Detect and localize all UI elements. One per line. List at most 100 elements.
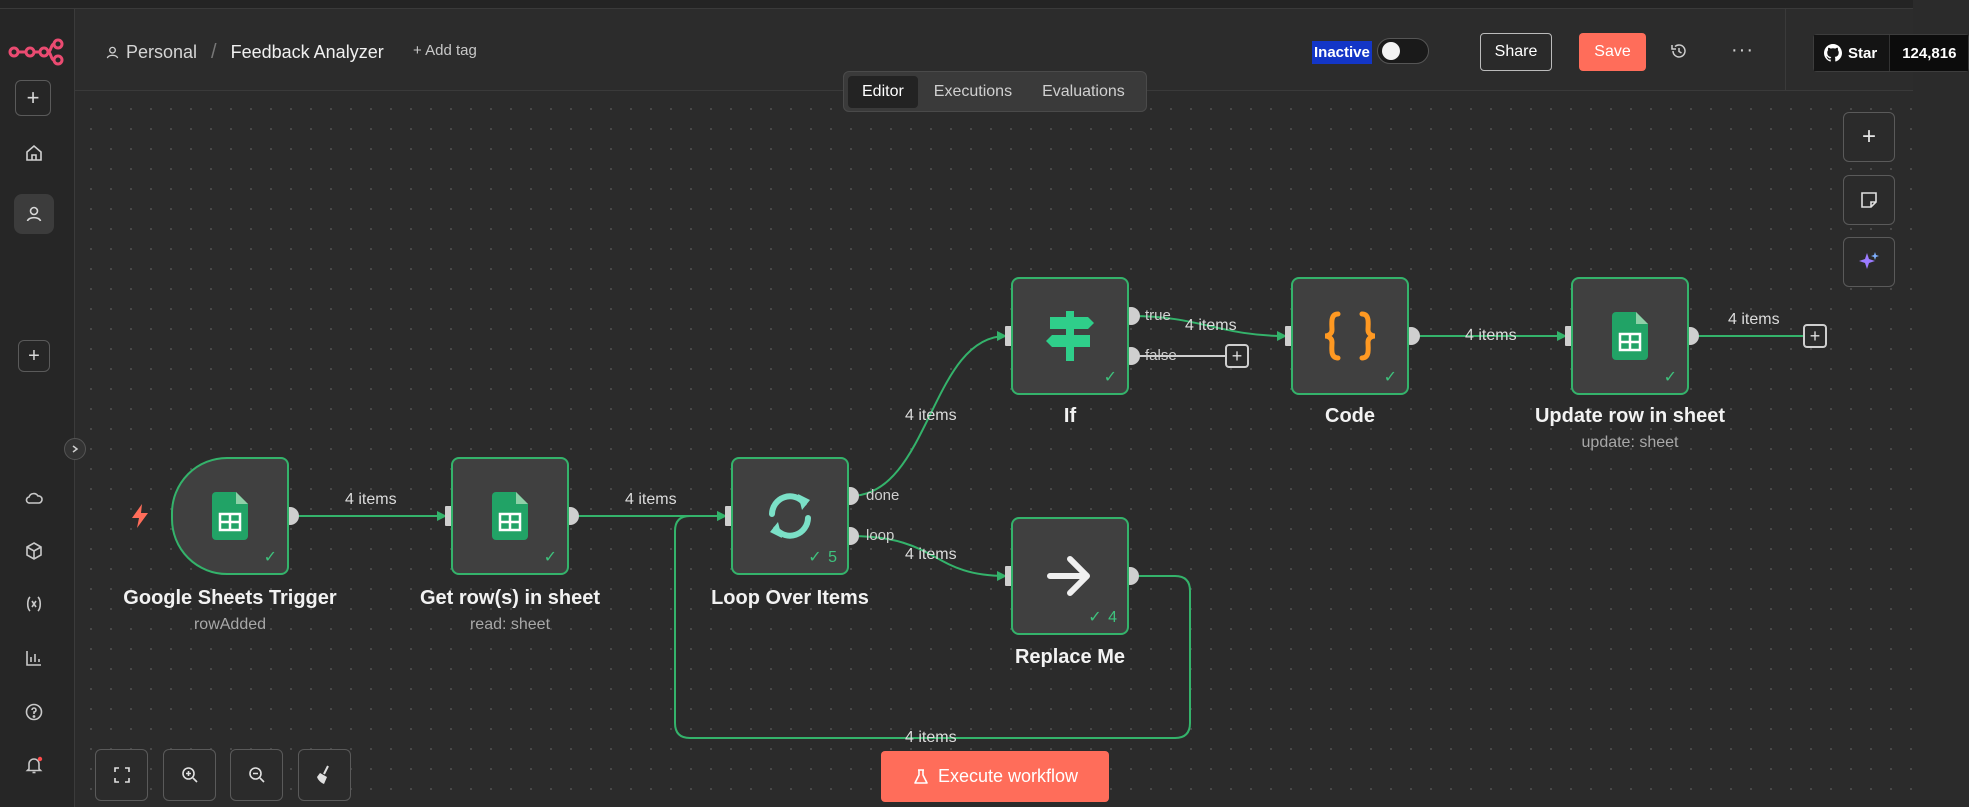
share-button[interactable]: Share [1480,33,1552,71]
toggle-knob [1382,42,1400,60]
edge-done-to-if[interactable] [849,331,1007,497]
node-subtitle: update: sheet [1581,434,1679,451]
run-count: 4 [1108,609,1117,626]
node-subtitle: read: sheet [469,616,551,633]
success-check-icon: ✓ [1383,369,1397,386]
sidebar-expand-button[interactable] [64,438,86,460]
node-update-row-in-sheet[interactable]: ✓ [1571,277,1689,395]
connections-layer [281,307,1803,739]
cloud-icon[interactable] [14,478,54,518]
edge-item-count: 4 items [905,546,957,563]
edge-loop-to-replace[interactable] [849,535,1007,581]
node-label: If [1063,405,1077,427]
ai-assistant-button[interactable] [1843,237,1895,287]
sparkles-icon [1859,252,1879,269]
node-replace-me[interactable]: ✓ 4 [1011,517,1129,635]
node-if[interactable]: ✓ [1011,277,1129,395]
edge-item-count: 4 items [905,407,957,424]
github-star-label: Star [1848,44,1878,62]
node-get-rows-in-sheet[interactable]: ✓ [451,457,569,575]
port-label-true: true [1145,307,1171,324]
fit-view-button[interactable] [95,749,148,801]
node-loop-over-items[interactable]: ✓ 5 [731,457,849,575]
notifications-bell-icon[interactable] [14,745,54,785]
add-node-button[interactable]: + [1225,344,1249,368]
add-tag-button[interactable]: + Add tag [413,42,477,59]
success-check-icon: ✓ [1663,369,1677,386]
port-label-false: false [1145,347,1177,364]
activation-toggle[interactable] [1377,38,1429,64]
workflow-canvas[interactable] [75,91,1913,807]
help-icon[interactable] [14,692,54,732]
add-node-button[interactable]: + [1803,324,1827,348]
node-subtitle: rowAdded [193,616,267,633]
edge-item-count: 4 items [905,729,957,746]
success-check-icon: ✓ 5 [808,549,837,566]
view-tabs: Editor Executions Evaluations [843,71,1147,112]
edge-replace-back-to-loop[interactable] [674,511,1191,739]
breadcrumb-project[interactable]: Personal [126,42,198,62]
breadcrumb: Personal / Feedback Analyzer [105,41,384,64]
node-label: Code [1325,405,1375,427]
google-sheets-icon [492,492,528,540]
workflow-name[interactable]: Feedback Analyzer [230,42,384,62]
google-sheets-icon [1612,312,1648,360]
save-button[interactable]: Save [1579,33,1646,71]
home-icon[interactable] [14,133,54,173]
edge-true-to-code[interactable] [1130,315,1287,341]
zoom-in-button[interactable] [163,749,216,801]
zoom-in-icon [181,767,198,783]
node-label: Replace Me [1014,646,1126,668]
tab-editor[interactable]: Editor [848,75,918,108]
success-check-icon: ✓ [543,549,557,566]
fit-view-icon [113,767,130,783]
node-google-sheets-trigger[interactable]: ✓ [171,457,289,575]
node-label: Loop Over Items [711,587,869,609]
github-star-widget[interactable]: Star 124,816 [1813,34,1969,72]
node-code[interactable]: ✓ [1291,277,1409,395]
add-project-button[interactable]: + [18,340,50,372]
success-check-icon: ✓ 4 [1088,609,1117,626]
sticky-note-icon [1861,192,1877,208]
port-label-loop: loop [866,527,895,544]
add-node-panel-button[interactable]: + [1843,112,1895,162]
tidy-up-button[interactable] [298,749,351,801]
zoom-out-icon [248,767,265,783]
personal-user-icon[interactable] [14,194,54,234]
success-check-icon: ✓ [263,549,277,566]
github-star-count: 124,816 [1889,35,1969,71]
github-icon [1824,44,1842,62]
tab-evaluations[interactable]: Evaluations [1042,82,1125,100]
edge-item-count: 4 items [1185,317,1237,334]
github-star-button[interactable]: Star [1814,35,1890,71]
tab-executions[interactable]: Executions [933,82,1013,100]
node-label: Google Sheets Trigger [123,587,337,609]
user-icon [106,46,119,59]
edge-item-count: 4 items [1465,327,1517,344]
insights-chart-icon[interactable] [14,638,54,678]
edge-item-count: 4 items [1728,311,1780,328]
sticky-note-button[interactable] [1843,175,1895,225]
variables-icon[interactable] [14,584,54,624]
create-button[interactable]: + [15,80,51,116]
edge-item-count: 4 items [625,491,677,508]
execute-workflow-button[interactable]: Execute workflow [881,751,1109,802]
arrow-right-icon [1047,556,1090,596]
more-options-button[interactable]: ··· [1731,39,1754,61]
node-label: Update row in sheet [1534,405,1726,427]
workflow-header: Personal / Feedback Analyzer + Add tag I… [75,9,1969,91]
if-signpost-icon [1046,311,1094,361]
execute-workflow-label: Execute workflow [937,766,1079,786]
flask-icon [914,768,928,784]
loop-refresh-icon [769,493,811,539]
n8n-logo-icon[interactable] [8,35,64,69]
sidebar: + + [0,9,75,807]
templates-box-icon[interactable] [14,531,54,571]
zoom-out-button[interactable] [230,749,283,801]
chevron-right-icon [72,445,79,453]
port-label-done: done [866,487,900,504]
breadcrumb-separator: / [211,41,217,63]
window-top-strip [0,0,1913,9]
broom-icon [316,765,329,784]
history-icon[interactable] [1669,41,1689,61]
